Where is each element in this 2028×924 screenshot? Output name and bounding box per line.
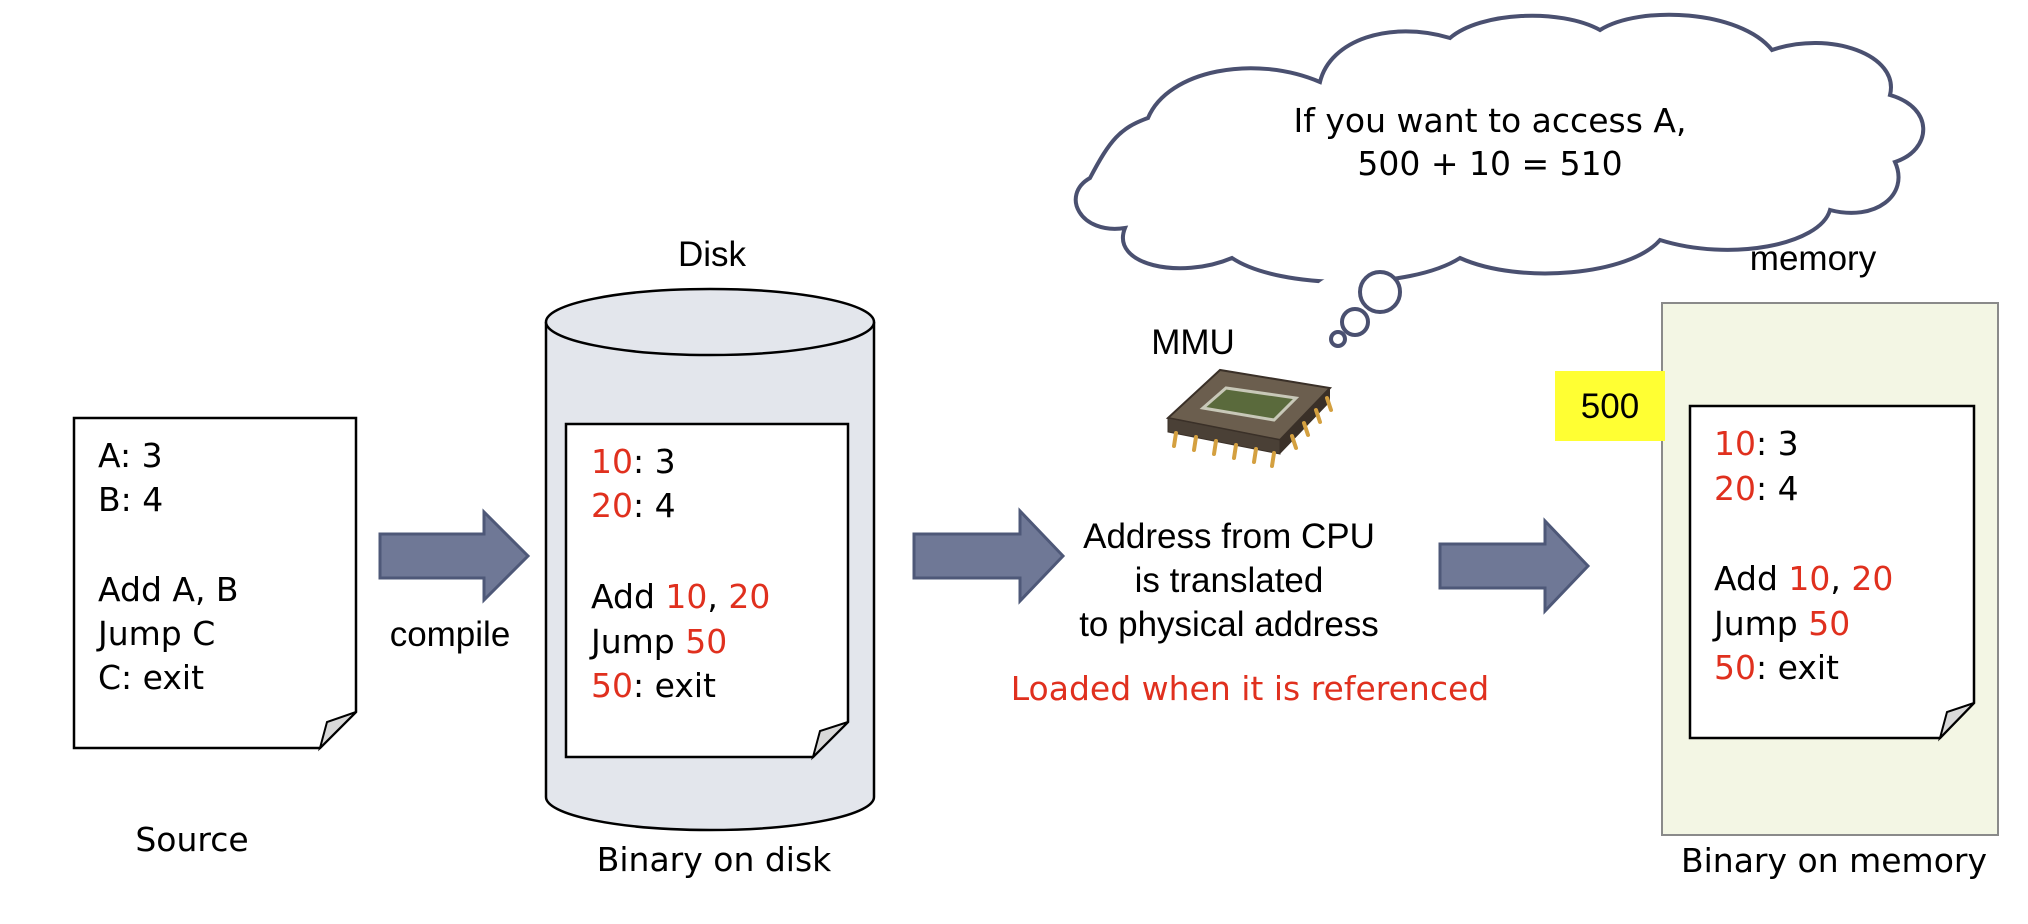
- disk-line-5: 50: exit: [591, 666, 716, 705]
- load-arrow: [912, 507, 1066, 605]
- source-line-4: Add A, B: [98, 570, 239, 609]
- disk-title: Disk: [678, 235, 747, 274]
- translation-line-1: Address from CPU: [1083, 517, 1375, 556]
- source-line-5: Jump C: [96, 614, 215, 653]
- mmu-label: MMU: [1151, 323, 1235, 362]
- thought-cloud: [1073, 12, 1926, 348]
- memory-line-4: Jump 50: [1712, 604, 1850, 643]
- disk-line-3: Add 10, 20: [591, 577, 770, 616]
- memory-line-3: Add 10, 20: [1714, 559, 1893, 598]
- base-address-value: 500: [1581, 387, 1639, 426]
- disk-line-1: 10: 3: [591, 442, 676, 481]
- load-on-reference-note: Loaded when it is referenced: [1011, 669, 1489, 708]
- base-address-badge: [1555, 371, 1665, 441]
- translation-line-2: is translated: [1135, 561, 1324, 600]
- source-line-2: B: 4: [98, 480, 163, 519]
- memory-binary-document: 10: 3 20: 4 Add 10, 20 Jump 50 50: exit: [1688, 404, 1976, 742]
- memory-line-5: 50: exit: [1714, 648, 1839, 687]
- compile-arrow: [378, 508, 531, 604]
- source-document: A: 3 B: 4 Add A, B Jump C C: exit: [72, 416, 358, 752]
- translation-line-3: to physical address: [1079, 605, 1379, 644]
- disk-binary-document: 10: 3 20: 4 Add 10, 20 Jump 50 50: exit: [564, 422, 850, 761]
- disk-caption: Binary on disk: [597, 840, 832, 879]
- disk-line-4: Jump 50: [589, 622, 727, 661]
- memory-line-1: 10: 3: [1714, 424, 1799, 463]
- thought-line-2: 500 + 10 = 510: [1357, 144, 1622, 183]
- compile-label: compile: [390, 615, 511, 654]
- memory-title: memory: [1750, 239, 1877, 278]
- translate-arrow: [1438, 517, 1591, 615]
- memory-line-2: 20: 4: [1714, 469, 1799, 508]
- source-line-1: A: 3: [98, 436, 163, 475]
- memory-caption: Binary on memory: [1681, 841, 1987, 880]
- source-line-6: C: exit: [98, 658, 204, 697]
- mmu-chip-icon: [1165, 368, 1333, 468]
- thought-line-1: If you want to access A,: [1294, 101, 1687, 140]
- disk-line-2: 20: 4: [591, 486, 676, 525]
- source-caption: Source: [135, 820, 248, 859]
